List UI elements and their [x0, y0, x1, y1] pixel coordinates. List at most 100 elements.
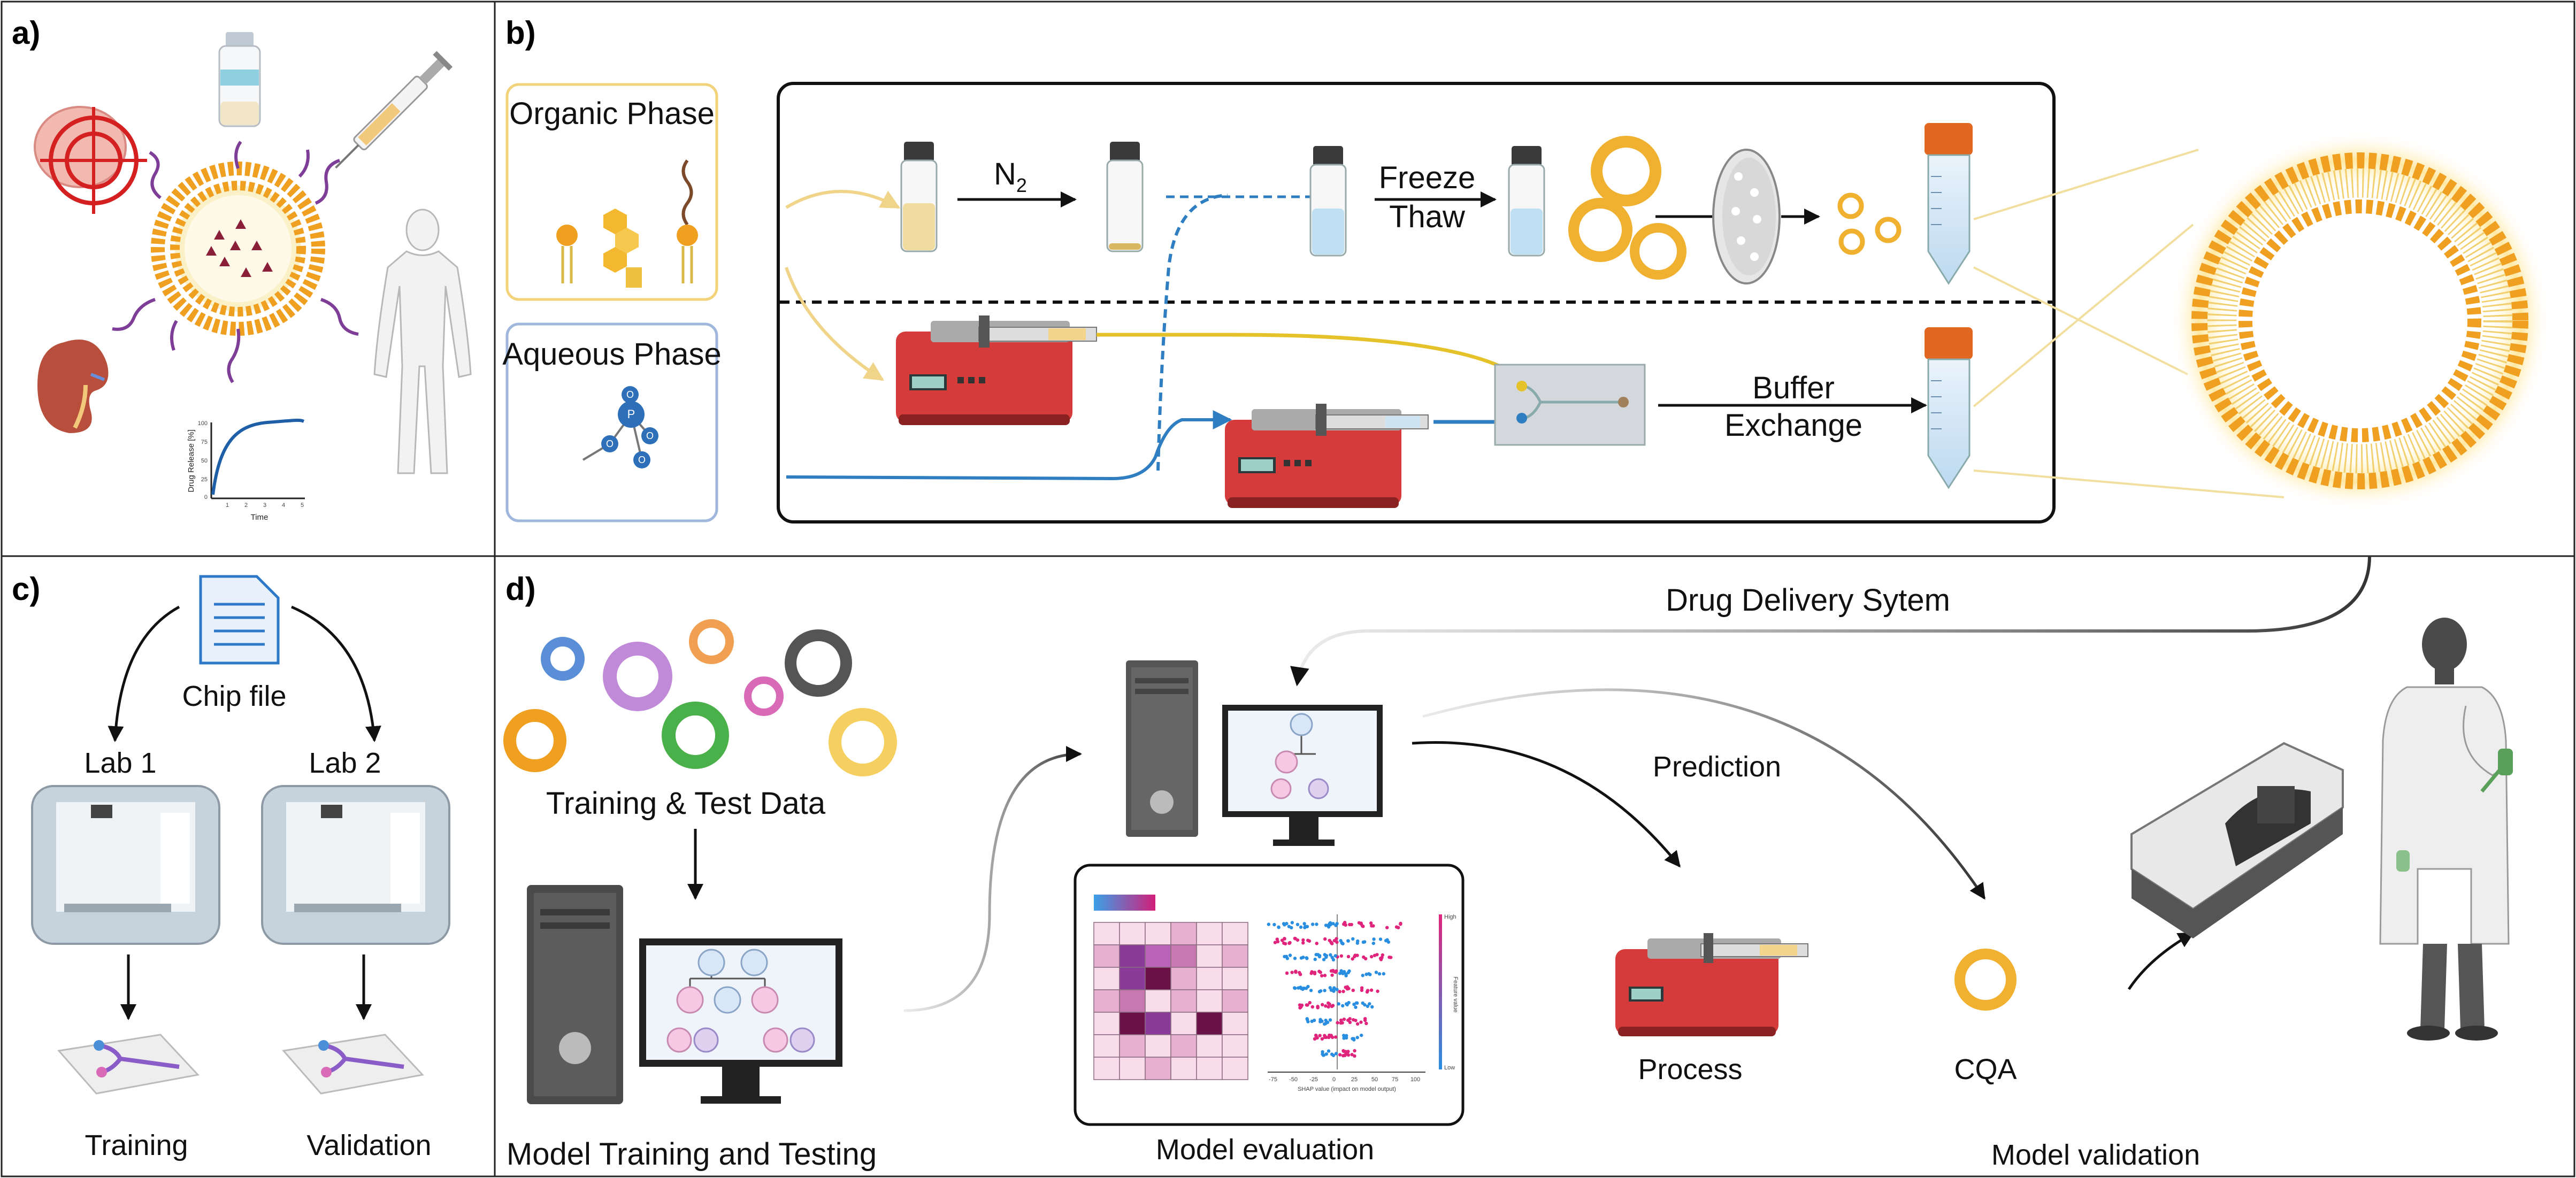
shap-point [1323, 974, 1327, 977]
shap-point [1324, 1052, 1329, 1056]
heatmap-cell [1196, 989, 1223, 1013]
shap-point [1288, 953, 1292, 957]
panel-b: b) Organic Phase Aqueous Phase [502, 15, 2550, 523]
shap-point [1328, 1018, 1332, 1022]
shap-xtick: 75 [1392, 1076, 1398, 1083]
panel-b-letter: b) [505, 15, 536, 51]
lab1-label: Lab 1 [84, 747, 156, 779]
shap-point [1355, 953, 1359, 957]
organic-to-pump-arrow [785, 267, 885, 381]
heatmap-cell [1222, 989, 1248, 1013]
phosphate-molecule-icon: P O O O O [582, 386, 658, 468]
lipid-molecules-icon [556, 159, 698, 288]
human-body-icon [373, 209, 472, 474]
shap-point [1321, 1050, 1324, 1054]
shap-point [1346, 1053, 1351, 1057]
panel-a-letter: a) [12, 15, 40, 51]
shap-point [1313, 972, 1317, 976]
shap-point [1303, 926, 1307, 929]
shap-point [1325, 1020, 1330, 1025]
shap-point [1378, 937, 1383, 941]
drug-delivery-label: Drug Delivery Sytem [1666, 583, 1950, 618]
panel-d-letter: d) [505, 571, 536, 607]
heatmap-cell [1170, 1057, 1197, 1080]
to-lab1-arrow [108, 605, 180, 742]
liposome-dataset-icon [503, 619, 897, 776]
shap-point [1386, 940, 1391, 944]
to-instrument-arrow [2127, 931, 2195, 990]
shap-point [1335, 969, 1338, 973]
heatmap-cell [1196, 944, 1223, 968]
shap-point [1355, 1036, 1359, 1040]
shap-point [1339, 1018, 1343, 1022]
shap-point [1313, 957, 1317, 961]
shap-point [1343, 921, 1347, 925]
shap-point [1369, 921, 1373, 925]
shap-point [1295, 938, 1300, 942]
heatmap-cell [1119, 1057, 1146, 1080]
chip-1-icon [57, 1034, 200, 1095]
shap-point [1335, 922, 1339, 926]
shap-point [1342, 1017, 1346, 1021]
3d-printer-1-icon [31, 785, 220, 945]
kidney-icon [37, 340, 109, 433]
shap-low: Low [1444, 1065, 1455, 1071]
shap-point [1352, 1038, 1356, 1042]
shap-point [1370, 1005, 1374, 1009]
heatmap-cell [1119, 967, 1146, 990]
heatmap-cell [1093, 922, 1120, 945]
shap-point [1321, 1003, 1324, 1007]
shap-point [1293, 986, 1297, 990]
xtick-5: 5 [301, 502, 304, 509]
syringe-pump-2-icon [1225, 404, 1429, 508]
shap-point [1305, 1017, 1309, 1021]
organic-phase-box [505, 83, 718, 301]
shap-point [1323, 937, 1327, 941]
aqueous-to-pump-arrow [786, 410, 1232, 481]
shap-point [1376, 989, 1379, 993]
shap-point [1330, 973, 1334, 977]
shap-feature-value: Feature value [1452, 976, 1459, 1012]
buffer-label: Buffer [1752, 371, 1835, 405]
large-liposomes-icon [1568, 136, 1686, 280]
vial-hydrated-icon [1309, 146, 1347, 257]
shap-point [1359, 1033, 1363, 1037]
xtick-3: 3 [263, 502, 266, 509]
heatmap-cell [1093, 944, 1120, 968]
shap-point [1302, 922, 1306, 926]
shap-point [1341, 989, 1345, 994]
shap-point [1335, 940, 1339, 944]
shap-point [1301, 938, 1305, 942]
to-lab2-arrow [291, 605, 381, 742]
plot-ylabel: Drug Release [%] [187, 429, 196, 492]
shap-point [1293, 957, 1297, 960]
shap-point [1355, 1001, 1359, 1005]
analytical-instrument-icon [2130, 742, 2344, 938]
shap-point [1316, 1005, 1320, 1008]
shap-xtick: 100 [1410, 1076, 1420, 1083]
shap-point [1346, 1018, 1350, 1022]
validation-label: Validation [306, 1129, 431, 1161]
panel-c: c) Chip file Lab 1 Lab 2 [12, 571, 450, 1161]
shap-point [1298, 971, 1301, 975]
shap-point [1301, 987, 1305, 991]
organic-phase-label: Organic Phase [509, 96, 715, 131]
heatmap-cell [1093, 1057, 1120, 1080]
liposome-drug-icon [112, 141, 359, 383]
microfluidic-chip-icon [1494, 364, 1646, 446]
model-validation-label: Model validation [1991, 1139, 2200, 1171]
shap-point [1341, 1004, 1345, 1008]
heatmap-cell [1093, 1012, 1120, 1035]
ytick-100: 100 [198, 420, 208, 427]
heatmap-cell [1222, 1034, 1248, 1058]
falcon-tube-bottom-icon [1925, 327, 1973, 489]
lab2-label: Lab 2 [309, 747, 381, 779]
heatmap-cell [1119, 989, 1146, 1013]
exchange-label: Exchange [1724, 408, 1862, 443]
shap-point [1327, 1035, 1331, 1040]
shap-point [1339, 1021, 1343, 1025]
shap-point [1285, 922, 1289, 926]
yellow-flow-line [1097, 333, 1531, 387]
heatmap-cell [1170, 944, 1197, 968]
